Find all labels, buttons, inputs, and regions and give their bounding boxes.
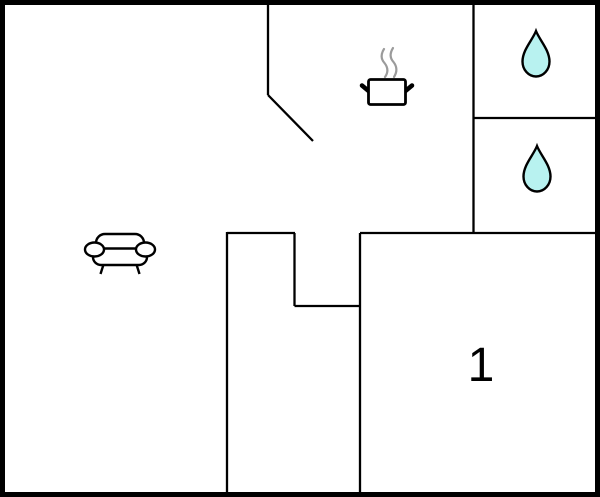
- interior-walls: [225, 4, 597, 494]
- room-1-label: 1: [468, 339, 495, 392]
- door-swing-line: [267, 94, 314, 142]
- cooking-pot-icon: [359, 46, 415, 106]
- water-drop-icon: [522, 142, 552, 193]
- steam-icon: [389, 46, 398, 79]
- water-drop-icon: [521, 27, 551, 78]
- sofa-icon: [83, 232, 157, 275]
- steam-icon: [380, 47, 389, 79]
- pot-body: [367, 78, 407, 106]
- sofa-armrest-right: [134, 241, 157, 258]
- sofa-armrest-left: [83, 241, 106, 258]
